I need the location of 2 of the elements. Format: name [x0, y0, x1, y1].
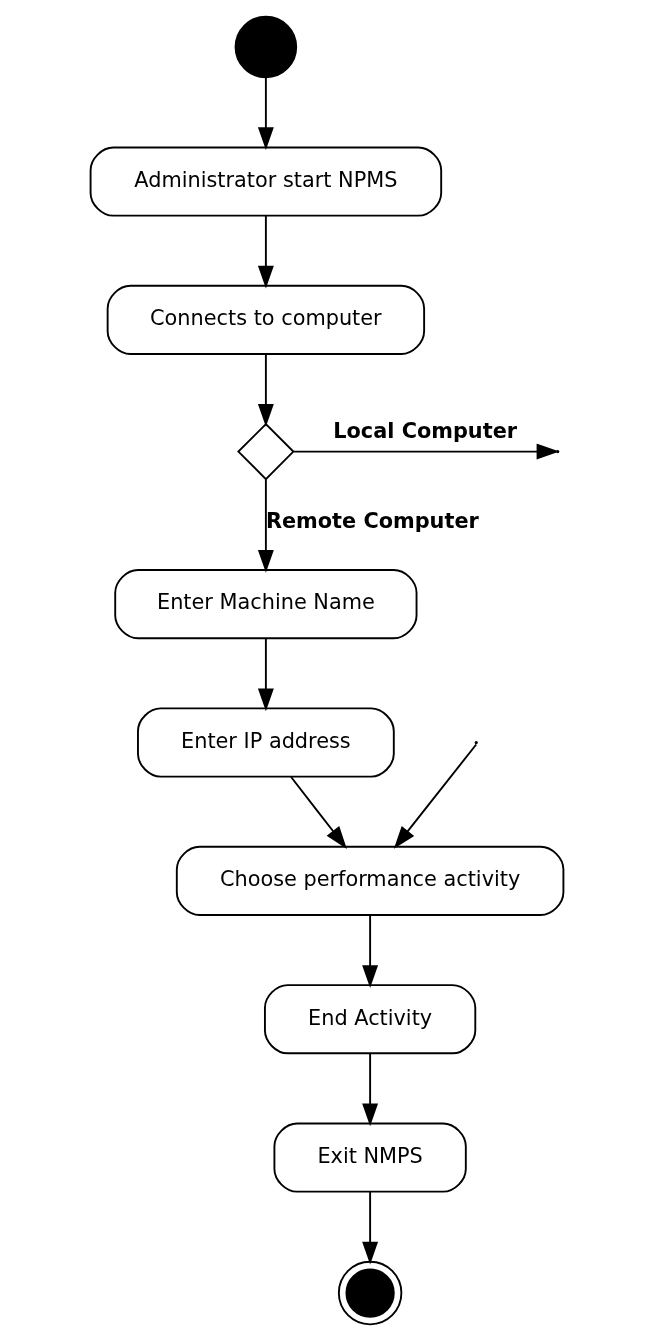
edge-label: Remote Computer — [265, 508, 479, 533]
edge-label: Local Computer — [333, 418, 518, 443]
